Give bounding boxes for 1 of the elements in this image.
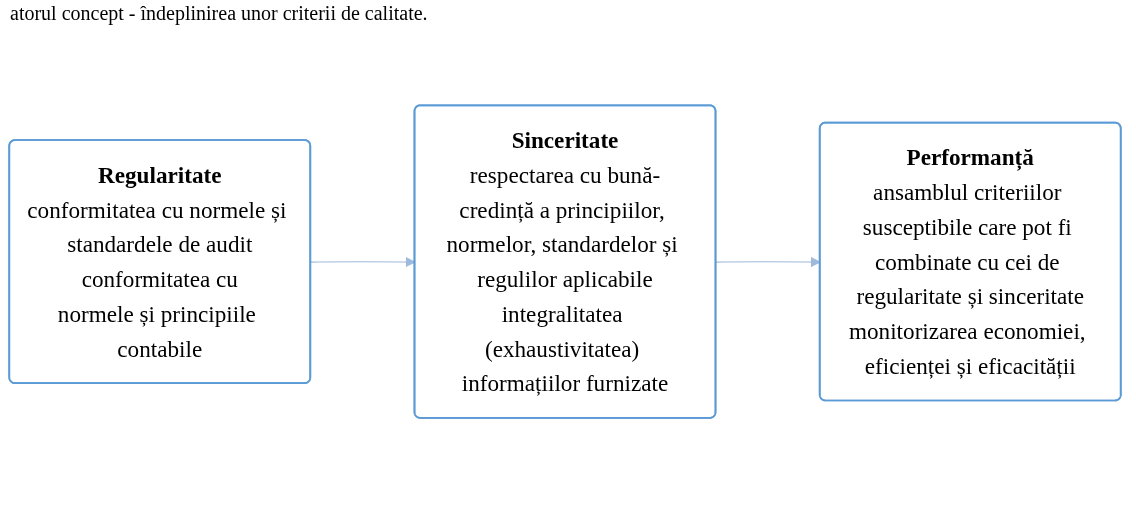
text-line: atorul concept - îndeplinirea unor criterii de calitate. (9, 1, 429, 27)
